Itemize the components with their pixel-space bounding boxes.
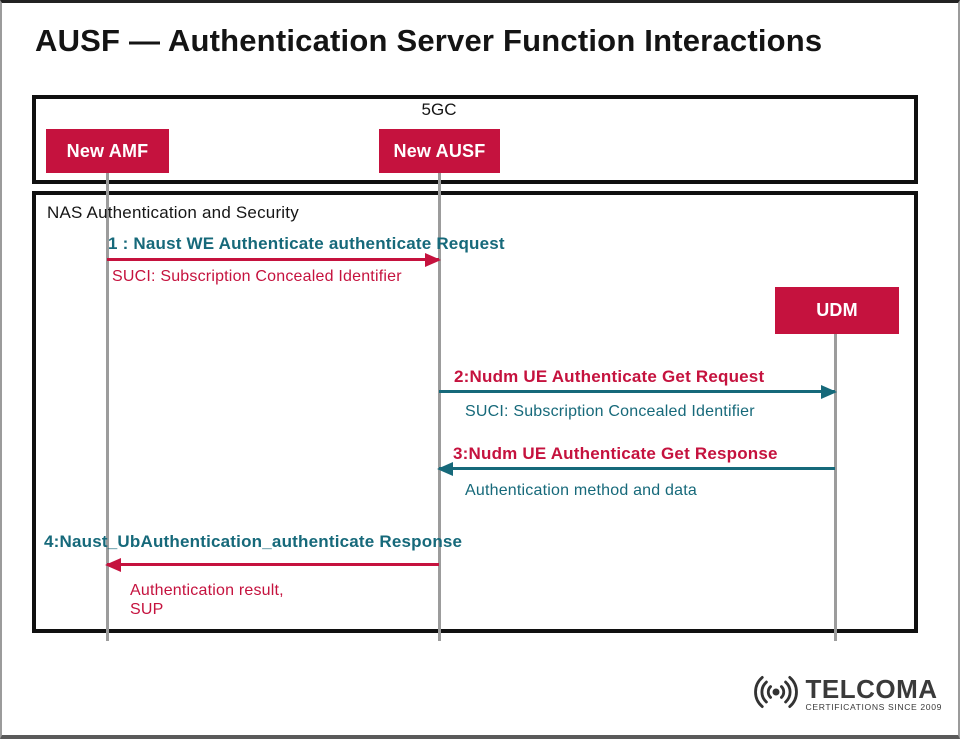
logo-text: TELCOMA CERTIFICATIONS SINCE 2009 bbox=[805, 674, 942, 712]
message-1-label: 1 : Naust WE Authenticate authenticate R… bbox=[108, 234, 505, 253]
message-2-note: SUCI: Subscription Concealed Identifier bbox=[465, 403, 755, 420]
message-1-note: SUCI: Subscription Concealed Identifier bbox=[112, 268, 402, 285]
system-label: 5GC bbox=[421, 100, 457, 119]
logo-tagline: CERTIFICATIONS SINCE 2009 bbox=[805, 702, 942, 712]
lifeline-new-ausf bbox=[438, 173, 441, 641]
participant-box-new-ausf: New AUSF bbox=[379, 129, 500, 173]
message-3-note: Authentication method and data bbox=[465, 482, 697, 499]
telcoma-logo: TELCOMA CERTIFICATIONS SINCE 2009 bbox=[751, 672, 942, 717]
system-frame bbox=[32, 95, 918, 184]
message-4-note: Authentication result, SUP bbox=[130, 581, 284, 619]
participant-box-new-amf: New AMF bbox=[46, 129, 169, 173]
participant-label-new-ausf: New AUSF bbox=[393, 140, 486, 161]
antenna-icon bbox=[751, 672, 801, 717]
participant-label-new-amf: New AMF bbox=[66, 140, 149, 161]
message-2-label: 2:Nudm UE Authenticate Get Request bbox=[454, 367, 765, 386]
participant-box-udm: UDM bbox=[775, 287, 899, 334]
group-label: NAS Authentication and Security bbox=[47, 203, 299, 222]
message-2-arrow bbox=[439, 390, 835, 393]
page-title: AUSF — Authentication Server Function In… bbox=[35, 23, 823, 58]
message-1-arrow bbox=[107, 258, 439, 261]
interaction-frame bbox=[32, 191, 918, 633]
message-4-label: 4:Naust_UbAuthentication_authenticate Re… bbox=[44, 532, 463, 551]
lifeline-udm bbox=[834, 334, 837, 641]
logo-name: TELCOMA bbox=[805, 674, 938, 704]
message-4-note-line2: SUP bbox=[130, 601, 164, 618]
message-3-arrow bbox=[439, 467, 835, 470]
participant-label-udm: UDM bbox=[816, 300, 858, 320]
message-4-arrow bbox=[107, 563, 439, 566]
message-4-note-line1: Authentication result, bbox=[130, 582, 284, 599]
message-3-label: 3:Nudm UE Authenticate Get Response bbox=[453, 444, 778, 463]
lifeline-new-amf bbox=[106, 173, 109, 641]
